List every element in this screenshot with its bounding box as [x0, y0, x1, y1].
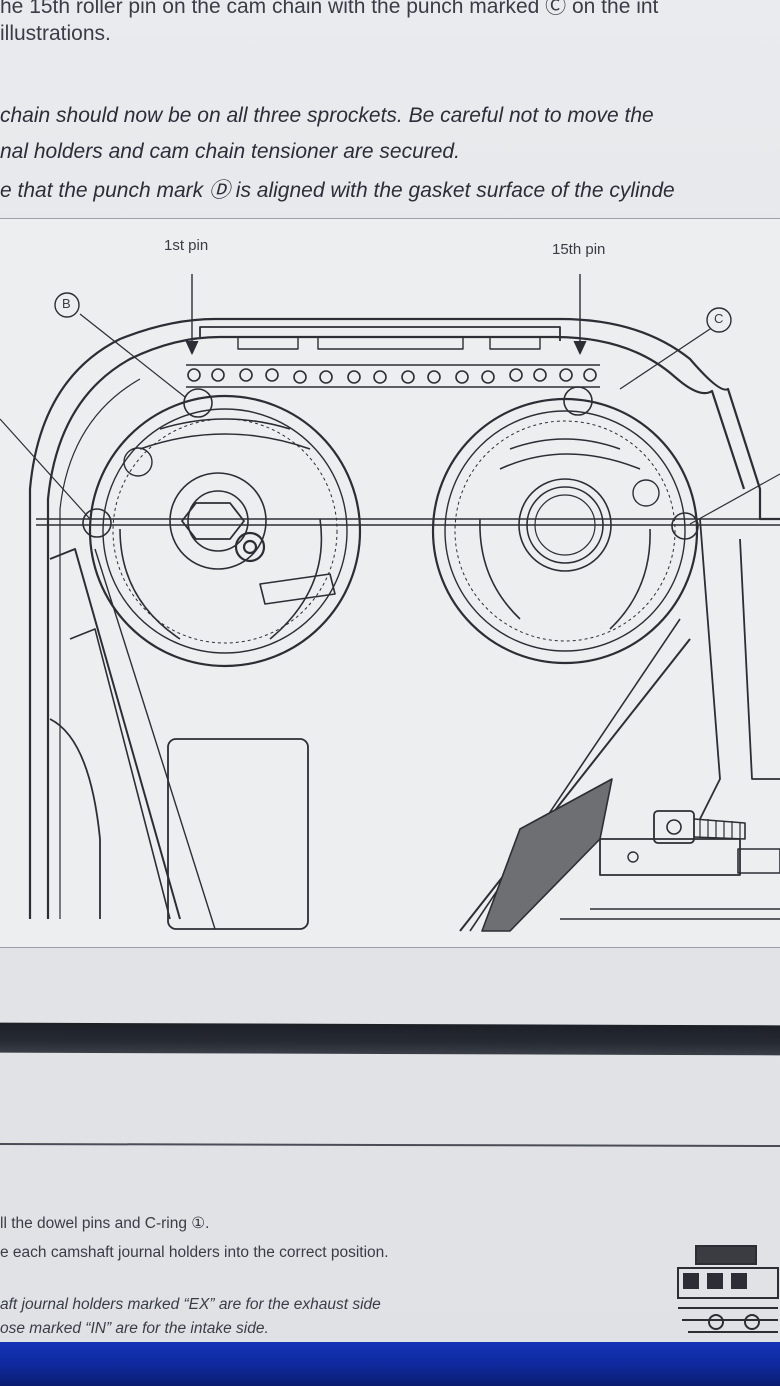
marker-c: C — [714, 311, 724, 326]
step-line-2: e each camshaft journal holders into the… — [0, 1244, 389, 1261]
marker-b: B — [62, 296, 71, 311]
paragraph-line-3: e that the punch mark Ⓓ is aligned with … — [0, 179, 675, 202]
paragraph-line-2: nal holders and cam chain tensioner are … — [0, 140, 460, 163]
label-fifteenth-pin: 15th pin — [552, 241, 606, 258]
taskbar-strip — [0, 1342, 780, 1386]
step-line-3: aft journal holders marked “EX” are for … — [0, 1296, 381, 1313]
label-first-pin: 1st pin — [164, 237, 209, 254]
step-line-1: ll the dowel pins and C-ring ①. — [0, 1215, 210, 1232]
step-line-4: ose marked “IN” are for the intake side. — [0, 1320, 269, 1337]
thin-separator-line — [0, 1142, 780, 1148]
journal-holder-illustration — [677, 1245, 779, 1333]
paragraph-line-1: chain should now be on all three sprocke… — [0, 104, 654, 127]
cut-off-text-line: he 15th roller pin on the cam chain with… — [0, 0, 659, 18]
dark-separator-bar — [0, 1022, 780, 1056]
text-line-illustrations: illustrations. — [0, 22, 111, 45]
cam-chain-diagram-svg — [0, 274, 780, 932]
cam-chain-figure: 1st pin 15th pin B C — [0, 218, 780, 948]
